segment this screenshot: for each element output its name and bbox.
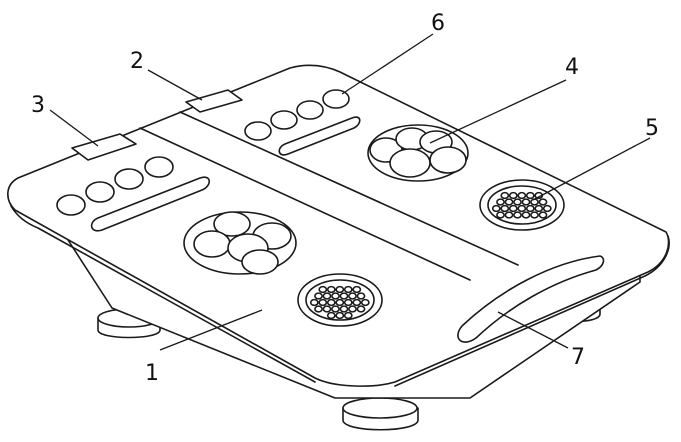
grille-hole <box>513 211 522 219</box>
grille-hole <box>348 305 357 313</box>
grille-hole <box>491 204 501 213</box>
grille-hole <box>335 311 345 320</box>
grille-hole <box>525 191 535 200</box>
grille-hole <box>504 211 514 219</box>
grille-hole <box>538 211 548 219</box>
speaker-grille-back <box>479 179 565 231</box>
grille-hole <box>314 305 323 313</box>
joystick-back <box>367 124 469 182</box>
callout-2: 2 <box>130 49 144 74</box>
grille-hole <box>326 285 336 294</box>
callout-7: 7 <box>571 345 585 370</box>
front-button-row <box>56 156 174 216</box>
speaker-grille-front <box>297 273 383 327</box>
grille-hole <box>352 298 362 307</box>
grille-hole <box>343 311 353 320</box>
grille-hole <box>335 285 345 294</box>
slot-back <box>278 116 361 156</box>
grille-hole <box>521 211 531 219</box>
grille-hole <box>339 305 349 313</box>
grille-hole <box>508 191 518 200</box>
display-back <box>185 89 243 113</box>
grille-hole <box>500 204 510 213</box>
grille-hole <box>322 305 332 313</box>
grille-hole <box>343 298 353 307</box>
grille-hole <box>496 198 505 206</box>
callout-4: 4 <box>565 55 579 80</box>
grille-hole <box>542 204 552 213</box>
callout-labels: 1 2 3 4 5 6 7 <box>31 11 659 386</box>
display-front <box>71 133 137 161</box>
grille-hole <box>322 292 332 300</box>
callout-3: 3 <box>31 93 45 118</box>
grille-hole <box>339 292 349 300</box>
back-button-row <box>244 89 350 141</box>
grille-hole <box>517 204 527 213</box>
grille-hole <box>530 211 539 219</box>
grille-hole <box>309 298 319 307</box>
leader-6 <box>341 33 434 95</box>
grille-hole <box>360 298 370 307</box>
grille-hole <box>504 198 514 206</box>
grille-hole <box>500 191 510 200</box>
grille-hole <box>314 292 323 300</box>
grille-hole <box>331 305 340 313</box>
callout-1: 1 <box>145 361 159 386</box>
grille-hole <box>352 285 362 294</box>
grille-hole <box>508 204 518 213</box>
grille-hole <box>326 298 336 307</box>
handle-slot <box>457 255 605 343</box>
grille-hole <box>326 311 336 320</box>
grille-hole <box>513 198 522 206</box>
leader-3 <box>49 109 99 147</box>
grille-hole <box>496 211 505 219</box>
grille-hole <box>356 305 366 313</box>
grille-hole <box>534 204 544 213</box>
grille-hole <box>356 292 366 300</box>
grille-hole <box>538 198 548 206</box>
leader-2 <box>147 69 203 101</box>
grille-hole <box>521 198 531 206</box>
grille-hole <box>343 285 353 294</box>
callout-5: 5 <box>645 116 659 141</box>
groove-back <box>179 111 519 266</box>
joystick-front <box>183 211 297 275</box>
leader-4 <box>429 79 567 144</box>
grille-hole <box>331 292 340 300</box>
leader-lines <box>49 33 651 351</box>
grille-hole <box>318 285 328 294</box>
grille-hole <box>517 191 527 200</box>
foot-front-center <box>342 397 419 431</box>
grille-hole <box>348 292 357 300</box>
leader-7 <box>497 311 569 349</box>
slot-front <box>90 176 211 232</box>
grille-hole <box>530 198 539 206</box>
callout-6: 6 <box>431 11 445 36</box>
leader-5 <box>532 137 651 201</box>
grille-hole <box>318 298 328 307</box>
leader-1 <box>159 309 263 351</box>
grille-hole <box>525 204 535 213</box>
groove-front <box>139 127 471 281</box>
grille-hole <box>335 298 345 307</box>
